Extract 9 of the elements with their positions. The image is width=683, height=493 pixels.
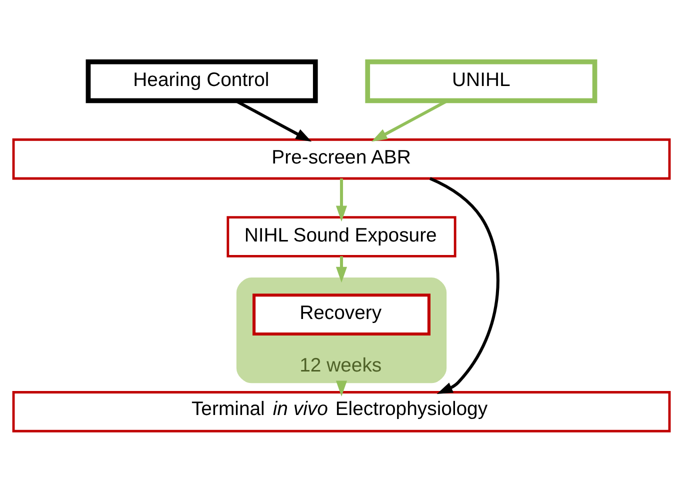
node-box: UNIHL bbox=[365, 59, 598, 104]
node-box: NIHL Sound Exposure bbox=[226, 216, 456, 258]
node-box: Hearing Control bbox=[86, 59, 318, 104]
node-box: Recovery bbox=[252, 294, 430, 336]
node-box: Pre-screen ABR bbox=[12, 138, 671, 180]
node-box: Terminal in vivo Electrophysiology bbox=[12, 391, 671, 432]
arrow bbox=[429, 177, 500, 394]
arrow bbox=[336, 178, 348, 222]
arrow bbox=[336, 256, 348, 283]
